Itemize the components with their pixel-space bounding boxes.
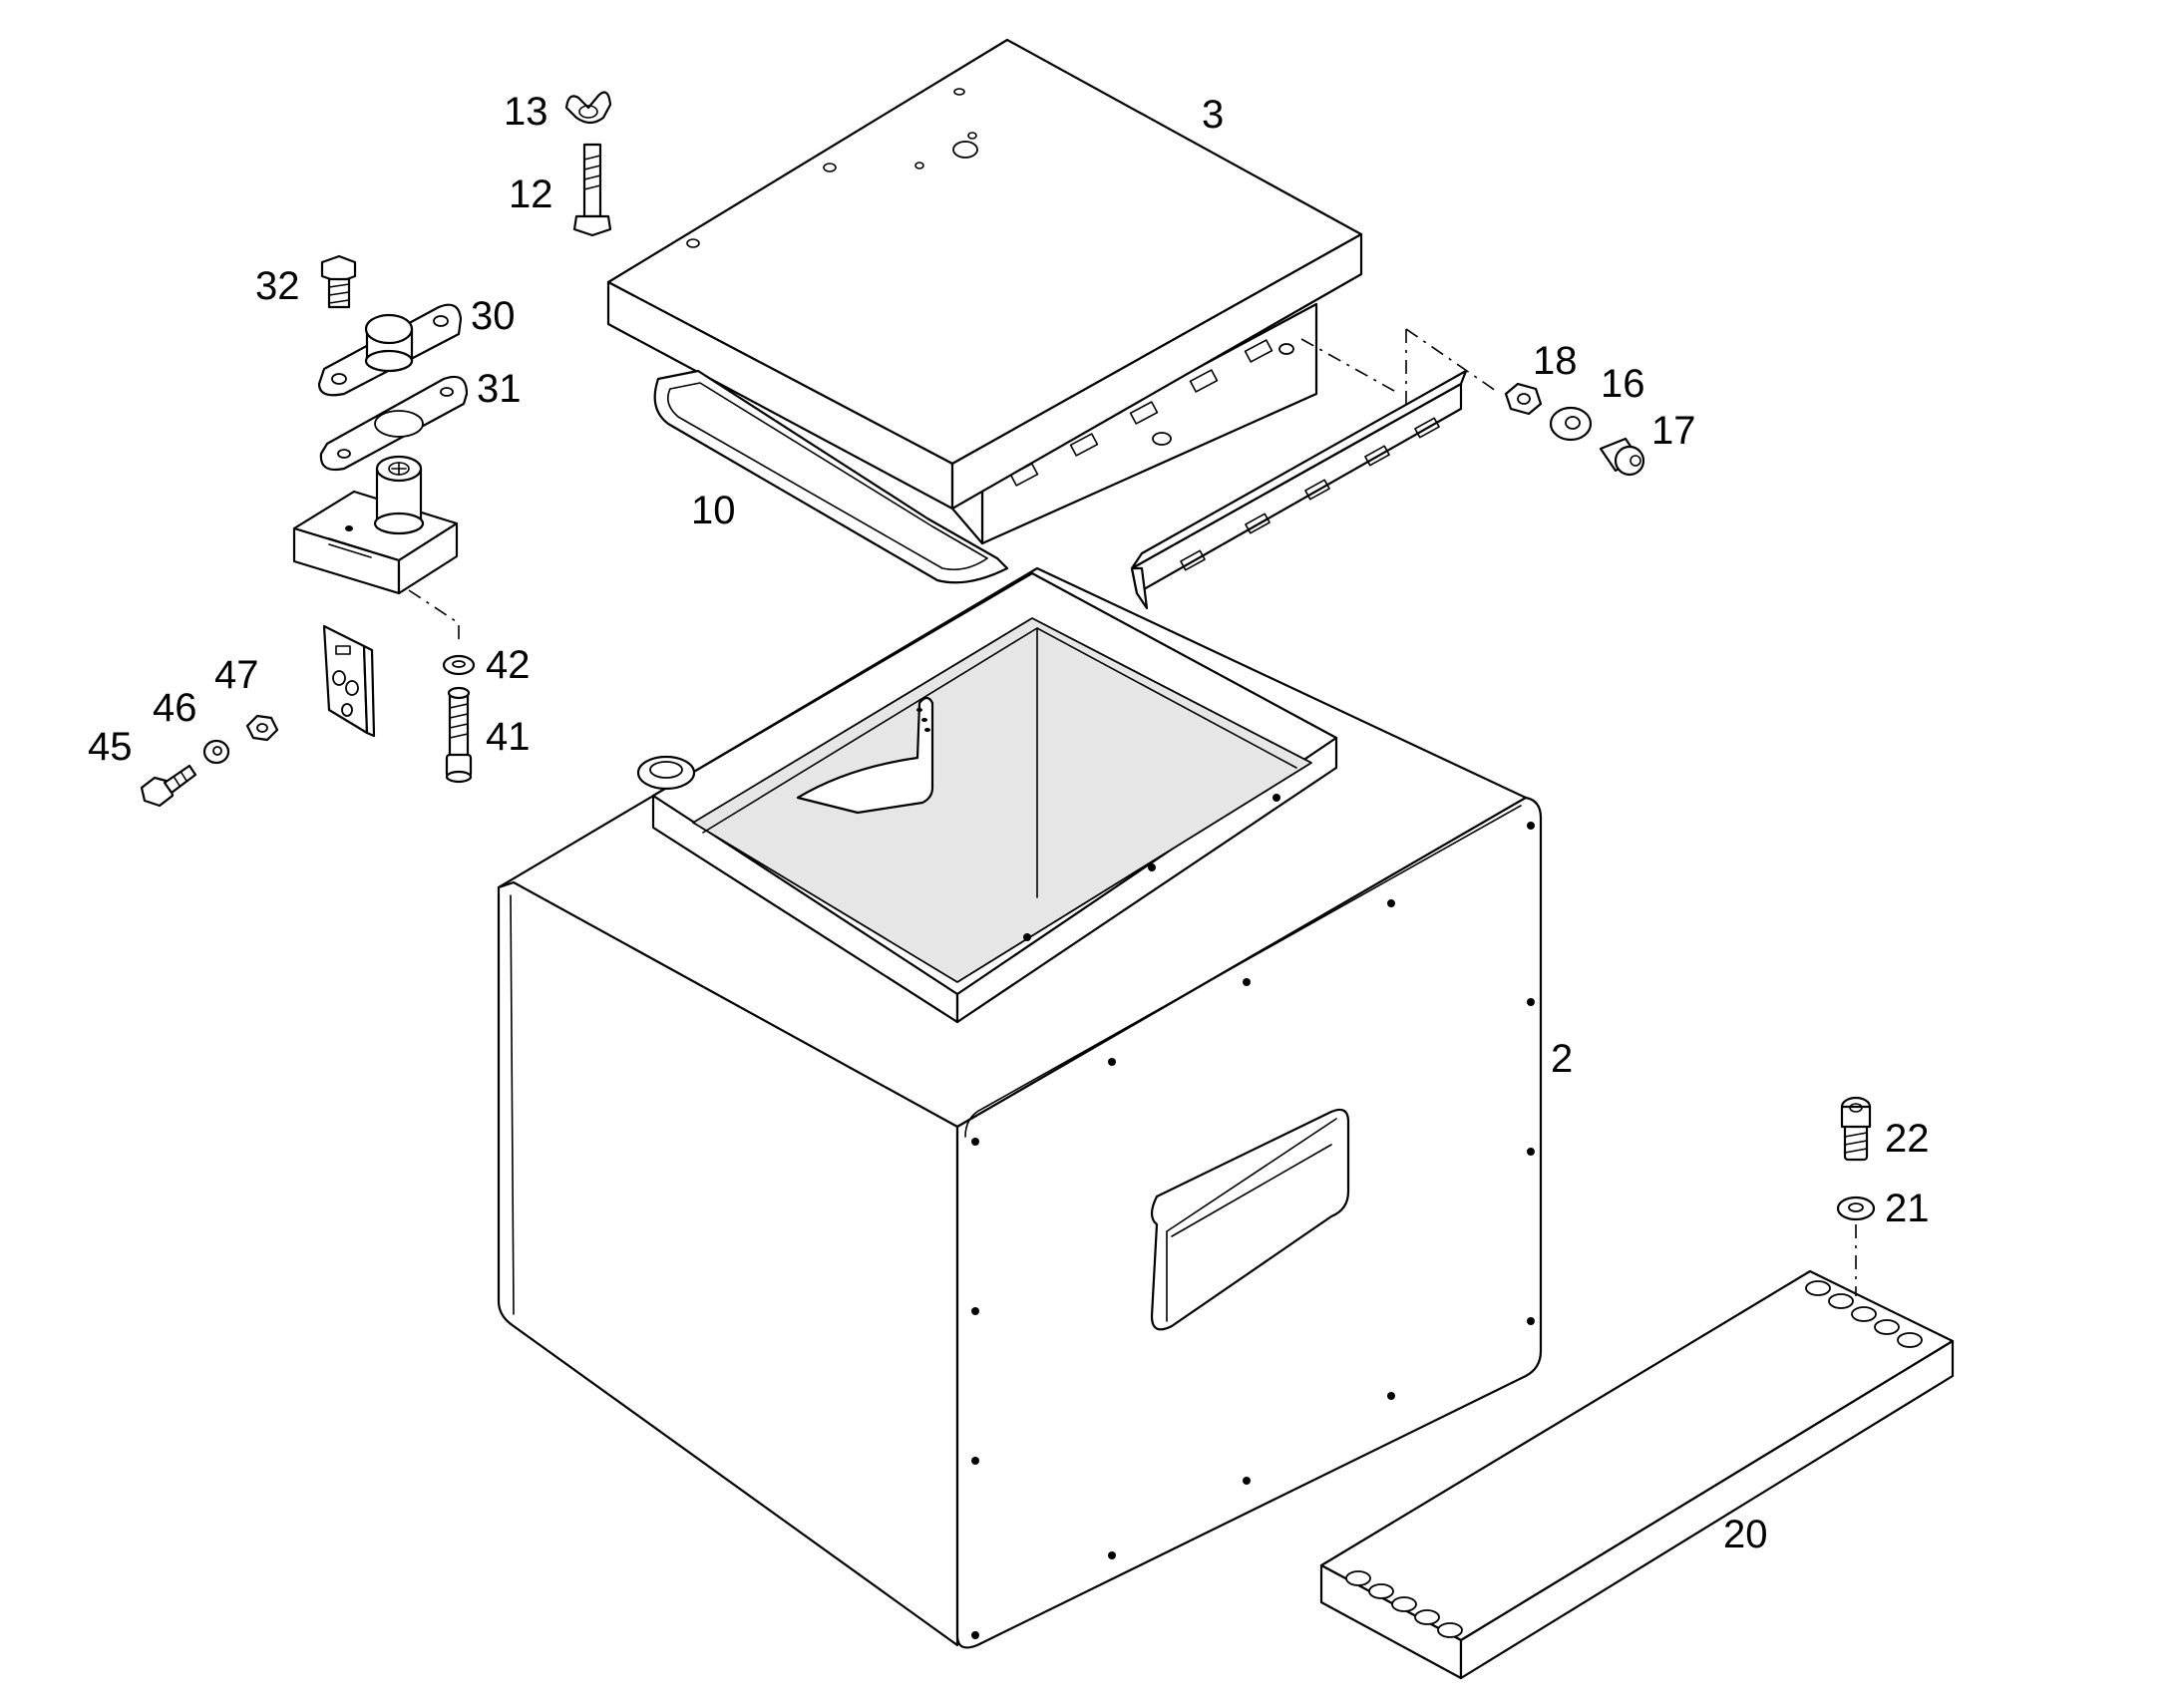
callout-21: 21 [1885, 1187, 1930, 1230]
callout-17: 17 [1651, 409, 1696, 453]
latch-assembly-30-31-32 [292, 254, 469, 595]
callout-13: 13 [504, 90, 548, 134]
callout-31: 31 [477, 367, 522, 411]
gasket-part-10 [653, 369, 1009, 584]
wingnut-bolt-12-13 [564, 91, 612, 237]
callout-20: 20 [1723, 1513, 1768, 1556]
callout-41: 41 [486, 715, 531, 759]
rail-hardware [1504, 382, 1645, 477]
hardware-45-46-47 [140, 714, 279, 808]
callout-42: 42 [486, 643, 531, 687]
callout-2: 2 [1551, 1037, 1573, 1081]
callout-32: 32 [255, 264, 300, 308]
callout-labels: 3 13 12 32 30 31 10 18 16 17 42 41 47 46… [88, 90, 1930, 1556]
housing-part-2 [497, 566, 1543, 1649]
callout-47: 47 [214, 653, 259, 697]
callout-18: 18 [1533, 339, 1578, 383]
callout-22: 22 [1885, 1117, 1930, 1161]
callout-16: 16 [1601, 362, 1645, 406]
strike-plate [322, 624, 376, 738]
callout-46: 46 [153, 686, 197, 730]
callout-10: 10 [691, 489, 736, 532]
callout-12: 12 [509, 172, 553, 216]
lid-part-3 [606, 38, 1363, 545]
callout-3: 3 [1202, 93, 1224, 137]
callout-45: 45 [88, 725, 133, 769]
callout-30: 30 [471, 294, 516, 338]
base-plate-part-20 [1319, 1269, 1955, 1680]
screw-washer-21-22 [1836, 1096, 1876, 1296]
washer-bolt-41-42 [442, 654, 476, 784]
